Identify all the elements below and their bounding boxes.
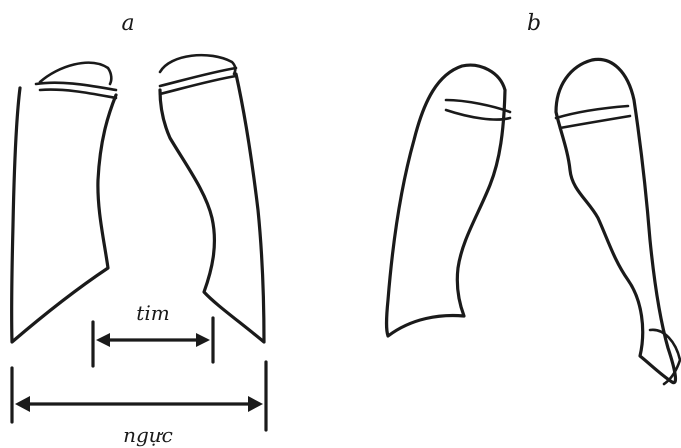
heart-left-arrowhead: [96, 333, 110, 347]
panel-a: a tim: [12, 11, 266, 447]
panel-a-right-lung: [12, 63, 116, 342]
chest-left-arrowhead: [15, 396, 30, 412]
panel-a-label: a: [121, 11, 134, 36]
panel-b-right-lung: [387, 65, 511, 336]
panel-b-label: b: [527, 11, 541, 36]
chest-width-measure: ngực: [12, 362, 266, 447]
heart-width-measure: tim: [93, 301, 213, 366]
chest-width-label: ngực: [123, 423, 173, 447]
panel-b: b: [387, 11, 681, 384]
panel-b-left-lung: [556, 59, 680, 384]
chest-right-arrowhead: [248, 396, 263, 412]
panel-a-left-lung: [160, 55, 264, 342]
heart-width-label: tim: [136, 301, 169, 325]
heart-right-arrowhead: [196, 333, 210, 347]
